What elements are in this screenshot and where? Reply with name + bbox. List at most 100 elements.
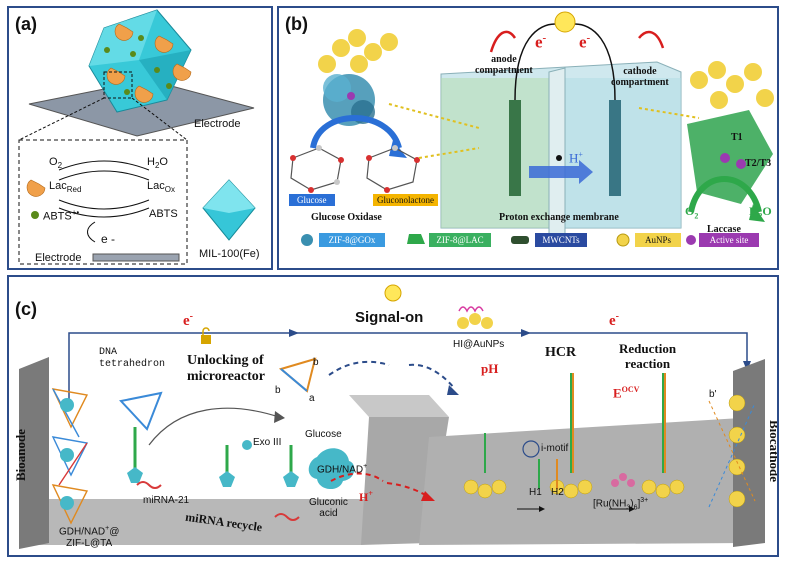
- bioanode-electrode: [19, 357, 49, 549]
- exo3-label: Exo III: [253, 437, 282, 448]
- anode-compartment: [441, 78, 557, 228]
- glucose-oxidase-structure: [318, 29, 398, 126]
- lac-red-label: LacRed: [49, 180, 82, 195]
- pem-label: Proton exchange membrane: [499, 212, 619, 223]
- aunp-clusters: [463, 479, 685, 499]
- ridge-top: [349, 395, 449, 417]
- open-tetrahedron: [278, 357, 317, 393]
- hcr-hairpins: [484, 373, 666, 489]
- electrode-top-label: Electrode: [194, 118, 241, 130]
- probe-tetrahedron: [119, 391, 163, 431]
- signal-bulb-icon: [384, 284, 402, 302]
- laccase-arrow: [688, 176, 762, 213]
- legend-aunp-icon: [616, 233, 630, 247]
- glucose-arrow: [310, 115, 402, 149]
- mirna21-label: miRNA-21: [143, 495, 190, 506]
- laccase-red-icon: [26, 179, 46, 197]
- abts-plus-label: ABTS+•: [43, 208, 80, 223]
- mirna21-strand: [136, 481, 162, 489]
- a-vertex-label: a: [309, 393, 315, 404]
- o2-label: O2: [49, 156, 63, 171]
- biocathode-label: Biocathode: [767, 419, 779, 483]
- anode-electrode: [509, 100, 521, 196]
- electrode-bottom-label: Electrode: [35, 252, 82, 264]
- h1-label: H1: [529, 487, 542, 498]
- legend-zif8-gox-icon: [301, 234, 313, 246]
- legend-zif8-gox: ZIF-8@GOx: [319, 233, 385, 247]
- cathode-compartment: [565, 78, 681, 228]
- legend-aunp: AuNPs: [635, 233, 681, 247]
- t1-label: T1: [731, 132, 743, 143]
- t2t3-label: T2/T3: [745, 158, 772, 169]
- ru-complex-label: [Ru(NH3)6]3+: [593, 497, 649, 512]
- lock-icon: [201, 335, 211, 344]
- glucose-tag: Glucose: [289, 194, 335, 206]
- legend-mwcnt-icon: [511, 236, 529, 244]
- bioanode-label: Bioanode: [13, 428, 29, 482]
- zoom-detail-box: [18, 139, 188, 265]
- floor-left: [29, 499, 381, 545]
- h2o-label: H2O: [147, 156, 168, 171]
- legend-active-site: Active site: [699, 233, 759, 247]
- panel-a-graphics: [18, 9, 256, 265]
- biocathode-electrode: [733, 359, 765, 547]
- electron-left-label: e-: [183, 311, 194, 329]
- electron-label: e -: [101, 232, 116, 246]
- exo3-icon: [242, 440, 252, 450]
- hi-aunps-cluster: [457, 306, 493, 329]
- proton-arrow: [529, 160, 593, 184]
- proton-label: H+: [359, 489, 373, 504]
- electron-right-label: e-: [579, 32, 591, 52]
- lightbulb-icon: [554, 11, 576, 33]
- panel-a: (a) Electrode O2 H2O LacRed LacOx ABTS+•…: [7, 6, 273, 270]
- panel-b-graphics: [290, 11, 774, 247]
- b-vertex-label: b: [275, 385, 281, 396]
- signal-on-label: Signal-on: [355, 309, 424, 326]
- electron-right-label: e-: [609, 311, 620, 329]
- legend-zif8-lac: ZIF-8@LAC: [429, 233, 491, 247]
- legend-active-site-icon: [686, 235, 696, 245]
- hi-aunps-label: HI@AuNPs: [453, 339, 505, 350]
- laccase-label: Laccase: [707, 224, 741, 235]
- ph-label: pH: [481, 361, 499, 376]
- h2-label: H2: [551, 487, 564, 498]
- zoom-box: [103, 71, 133, 99]
- legend-mwcnt: MWCNTs: [535, 233, 587, 247]
- glucose-label: Glucose: [305, 429, 342, 440]
- lac-ox-label: LacOx: [147, 180, 175, 195]
- b-vertex-label-2: b: [313, 357, 319, 368]
- laccase-h2o-label: H2O: [749, 204, 772, 221]
- gdh-label: GDH/NAD+: [317, 463, 368, 476]
- zif-carrier-label: GDH/NAD+@ZIF-L@TA: [59, 525, 120, 550]
- glucose-oxidase-label: Glucose Oxidase: [311, 212, 382, 223]
- abts-label: ABTS: [149, 208, 178, 220]
- wire-right: [574, 23, 616, 101]
- abts-radical-icon: [31, 211, 39, 219]
- electrode-bar: [92, 253, 180, 262]
- panel-a-label: (a): [15, 14, 37, 34]
- cathode-electrode: [609, 100, 621, 196]
- legend-zif8-lac-icon: [407, 234, 425, 244]
- panel-b-label: (b): [285, 14, 308, 34]
- electron-flow-line: [68, 332, 748, 399]
- gluconolactone-tag: Gluconolactone: [373, 194, 438, 206]
- electron-left-label: e-: [535, 32, 547, 52]
- wire-left: [514, 23, 556, 101]
- gdh-blob: [308, 448, 355, 490]
- panel-c-graphics: [19, 284, 765, 549]
- imotif-label: i-motif: [541, 443, 569, 454]
- panel-c-label: (c): [15, 299, 37, 319]
- laccase-o2-label: O2: [685, 204, 699, 221]
- mil100-label: MIL-100(Fe): [199, 248, 260, 260]
- eocv-label: EOCV: [613, 385, 640, 401]
- mirna-recycle-strand: [274, 513, 300, 521]
- laccase-enzymes: [106, 23, 192, 103]
- proton-label: H+: [569, 150, 583, 166]
